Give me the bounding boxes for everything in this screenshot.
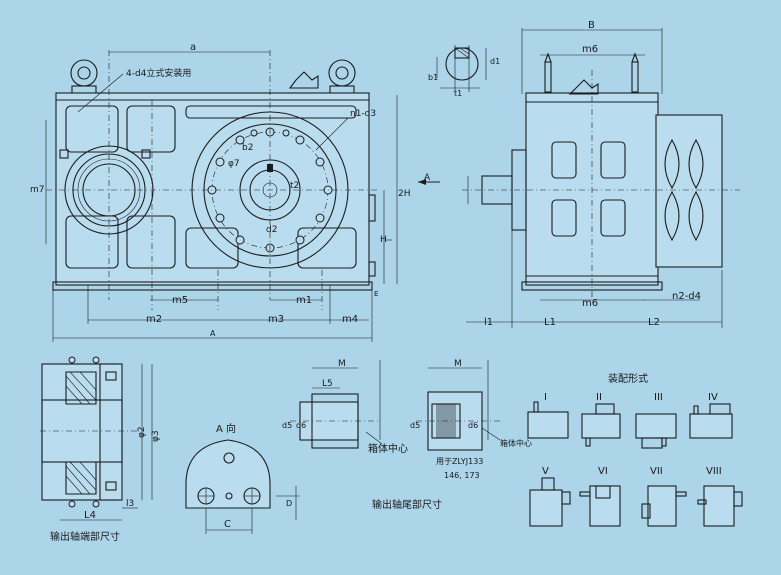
form-7 (641, 485, 687, 527)
label-c: C (224, 519, 231, 530)
label-phi2: φ2 (137, 426, 147, 438)
form-1 (527, 401, 569, 439)
label-a-view: A 向 (216, 422, 236, 435)
label-note-2: 146, 173 (444, 471, 480, 480)
form-label-4: IV (708, 392, 718, 403)
label-assembly: 装配形式 (608, 372, 648, 385)
label-d7: φ7 (228, 159, 240, 169)
label-d1: d1 (490, 57, 500, 66)
label-tail-dims: 输出轴尾部尺寸 (372, 498, 442, 511)
label-d5-a: d5 (282, 421, 292, 430)
label-l5: L5 (322, 379, 333, 389)
label-L2: L2 (648, 317, 660, 328)
label-d6-a: d6 (296, 421, 306, 430)
form-label-6: VI (598, 466, 608, 477)
label-n1-d3: n1-d3 (350, 109, 376, 119)
form-6 (579, 485, 621, 527)
label-note-1: 用于ZLYJ133 (436, 457, 483, 466)
form-label-5: V (542, 466, 549, 477)
label-l1: l1 (484, 317, 493, 328)
label-d6-b: d6 (468, 421, 478, 430)
label-box-center-2: 箱体中心 (500, 438, 532, 448)
label-n2-d4: n2-d4 (672, 291, 701, 302)
label-m4: m4 (342, 314, 358, 325)
label-4-d4: 4-d4立式安装用 (126, 67, 191, 79)
front-view (45, 50, 440, 342)
label-l3: l3 (126, 499, 134, 509)
label-phi3: φ3 (151, 430, 161, 442)
form-2 (581, 403, 621, 447)
form-5 (529, 477, 571, 527)
label-arrow-a: A (424, 173, 431, 183)
label-m2: m2 (146, 314, 162, 325)
output-shaft-end (40, 356, 153, 521)
label-a: a (190, 42, 196, 53)
form-3 (635, 413, 677, 449)
label-d5-b: d5 (410, 421, 420, 430)
label-B: B (588, 20, 595, 31)
label-e: E (374, 290, 378, 298)
side-view (462, 28, 740, 328)
label-d2: d2 (266, 225, 277, 235)
label-m5: m5 (172, 295, 188, 306)
label-2h: 2H (398, 189, 411, 199)
label-b1: b1 (428, 73, 438, 82)
label-m6-bottom: m6 (582, 298, 598, 309)
assembly-forms (527, 401, 743, 527)
label-L1: L1 (544, 317, 556, 328)
label-t2: t2 (290, 181, 299, 191)
label-b2: b2 (242, 143, 253, 153)
label-m3: m3 (268, 314, 284, 325)
label-output-end: 输出轴端部尺寸 (50, 530, 120, 543)
form-label-2: II (596, 392, 602, 403)
label-m6-top: m6 (582, 44, 598, 55)
key-section (436, 45, 487, 92)
form-label-1: I (544, 392, 547, 403)
label-box-center-1: 箱体中心 (368, 442, 408, 455)
label-m-2: M (454, 359, 462, 369)
label-big-a: A (210, 329, 216, 338)
label-h: H (380, 235, 387, 245)
label-d: D (286, 499, 292, 508)
form-label-7: VII (650, 466, 663, 477)
form-4 (689, 403, 733, 439)
form-label-8: VIII (706, 466, 722, 477)
form-label-3: III (654, 392, 663, 403)
label-t1: t1 (454, 89, 462, 98)
tail-dims (290, 360, 501, 451)
label-m7: m7 (30, 185, 45, 195)
label-m-1: M (338, 359, 346, 369)
a-view (185, 439, 300, 534)
label-m1: m1 (296, 295, 312, 306)
form-8 (697, 485, 743, 527)
label-L4: L4 (84, 510, 96, 521)
